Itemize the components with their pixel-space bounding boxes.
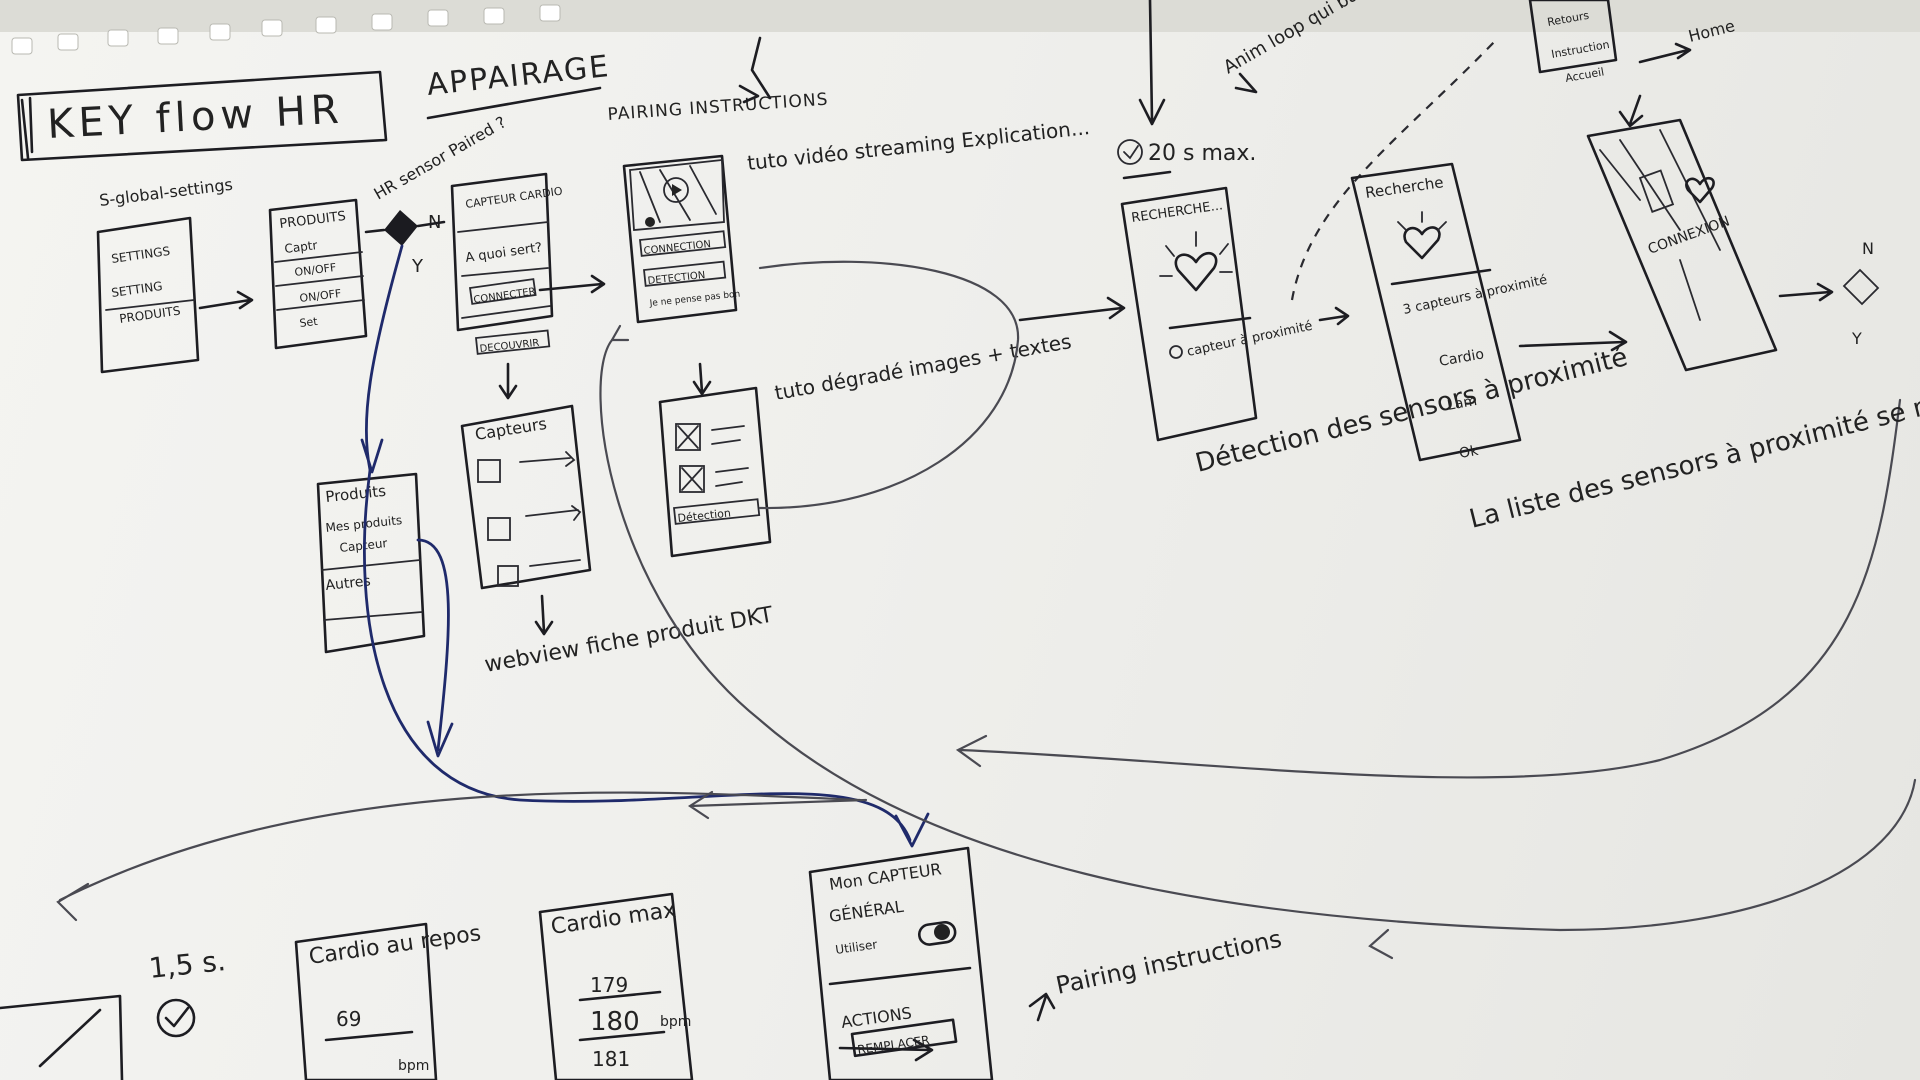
svg-text:20 s max.: 20 s max. [1148, 141, 1256, 166]
svg-text:SETTING: SETTING [110, 279, 163, 300]
flow-curves [56, 282, 1917, 1062]
screen-global-settings: S-global-settings SETTINGS SETTING PRODU… [96, 175, 254, 374]
svg-text:Instruction: Instruction [1550, 38, 1610, 61]
svg-text:180: 180 [590, 1007, 640, 1037]
svg-text:GÉNÉRAL: GÉNÉRAL [828, 897, 905, 926]
svg-text:Mon CAPTEUR: Mon CAPTEUR [828, 859, 943, 894]
svg-text:Captr: Captr [284, 238, 319, 256]
screen-capteur-cardio: CAPTEUR CARDIO A quoi sert? CONNECTER DE… [450, 172, 606, 400]
svg-text:S-global-settings: S-global-settings [98, 175, 234, 210]
screen-capteurs: Capteurs [460, 404, 592, 636]
spiral-binding [0, 0, 1920, 55]
svg-text:Set: Set [299, 315, 319, 330]
screen-mon-capteur: Mon CAPTEUR GÉNÉRAL Utiliser ACTIONS REM… [808, 846, 1284, 1080]
screen-cardio-max: Cardio max 179 180 181 bpm [538, 892, 694, 1080]
svg-text:DECOUVRIR: DECOUVRIR [479, 338, 540, 355]
svg-text:DETECTION: DETECTION [647, 270, 706, 287]
screen-produits: PRODUITS Captr ON/OFF ON/OFF Set [268, 198, 368, 350]
svg-text:webview fiche produit DKT: webview fiche produit DKT [483, 602, 776, 677]
svg-text:Y: Y [411, 256, 424, 277]
svg-text:Cardio: Cardio [1438, 346, 1485, 370]
decision-label: HR sensor Paired ? [371, 112, 510, 203]
svg-text:181: 181 [592, 1047, 630, 1071]
title-text: KEY flow HR [46, 87, 345, 148]
toggle-switch [917, 920, 957, 946]
svg-text:Détection: Détection [677, 506, 732, 525]
svg-text:CONNECTER: CONNECTER [473, 286, 536, 306]
svg-text:Ok: Ok [1458, 443, 1480, 462]
webview-note: webview fiche produit DKT [483, 602, 776, 677]
svg-text:Recherche: Recherche [1364, 173, 1445, 202]
svg-text:La liste des sensors à proximi: La liste des sensors à proximité se met … [1466, 289, 1920, 535]
svg-text:Pairing instructions: Pairing instructions [1053, 925, 1284, 1000]
svg-text:SETTINGS: SETTINGS [110, 244, 170, 266]
svg-text:N: N [1862, 239, 1874, 258]
bottom-timer: 1,5 s. [0, 944, 227, 1080]
svg-text:A quoi sert?: A quoi sert? [464, 240, 543, 266]
svg-text:Utiliser: Utiliser [834, 937, 878, 957]
svg-text:bpm: bpm [398, 1058, 429, 1074]
decision-diamond [384, 210, 418, 246]
svg-text:Produits: Produits [325, 482, 387, 506]
svg-text:Je ne pense pas bon: Je ne pense pas bon [648, 290, 740, 310]
svg-text:Lam: Lam [1446, 393, 1478, 414]
screen-recherche: 20 s max. RECHERCHE... capteur à proximi… [1117, 0, 1631, 479]
svg-text:Détection des sensors à proxim: Détection des sensors à proximité [1192, 342, 1630, 479]
svg-text:1,5 s.: 1,5 s. [147, 944, 227, 985]
svg-text:CONNECTION: CONNECTION [643, 239, 711, 257]
svg-text:tuto vidéo streaming Explicati: tuto vidéo streaming Explication... [746, 115, 1091, 175]
svg-text:RECHERCHE...: RECHERCHE... [1130, 198, 1223, 226]
screen-recherche-list: Recherche 3 capteurs à proximité Cardio … [1350, 162, 1920, 535]
svg-text:Capteurs: Capteurs [474, 414, 548, 444]
svg-text:ON/OFF: ON/OFF [299, 287, 342, 305]
subtitle-text: APPAIRAGE [425, 49, 612, 103]
title-block: KEY flow HR APPAIRAGE [16, 49, 612, 162]
svg-text:Autres: Autres [325, 573, 372, 594]
svg-text:Y: Y [1851, 329, 1862, 348]
svg-text:tuto dégradé images + textes: tuto dégradé images + textes [773, 329, 1073, 405]
svg-text:69: 69 [336, 1007, 361, 1031]
screen-tuto-degrade: Détection tuto dégradé images + textes [658, 260, 1073, 558]
svg-text:REMPLACER: REMPLACER [856, 1033, 930, 1057]
svg-text:PAIRING INSTRUCTIONS: PAIRING INSTRUCTIONS [607, 90, 829, 125]
screen-cardio-repos: Cardio au repos 69 bpm [294, 921, 483, 1080]
screen-mes-produits: Produits Mes produits Capteur Autres [316, 468, 930, 848]
svg-text:CAPTEUR CARDIO: CAPTEUR CARDIO [465, 184, 564, 211]
svg-text:bpm: bpm [660, 1014, 691, 1030]
screen-connexion: CONNEXION N Y [1586, 118, 1880, 372]
svg-text:Cardio max: Cardio max [549, 898, 677, 940]
svg-text:ON/OFF: ON/OFF [294, 261, 337, 279]
svg-text:179: 179 [590, 973, 628, 997]
svg-text:CONNEXION: CONNEXION [1646, 213, 1732, 257]
svg-text:PRODUITS: PRODUITS [279, 209, 347, 232]
